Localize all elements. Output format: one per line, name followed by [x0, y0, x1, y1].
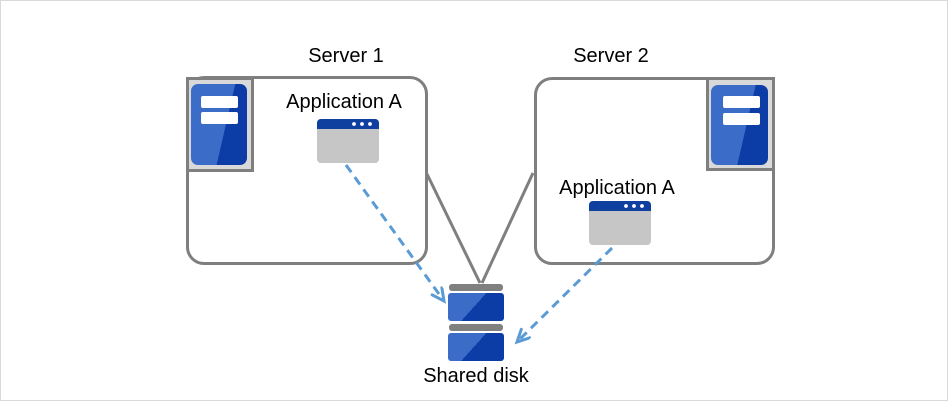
- server1-app-label: Application A: [286, 91, 402, 113]
- server2-disk-line: [480, 172, 535, 284]
- server-slot: [201, 96, 238, 108]
- server-slot: [201, 112, 238, 124]
- server-slot: [723, 96, 760, 108]
- server1-disk-line: [425, 173, 482, 284]
- server1-server-tower-icon: [186, 77, 254, 172]
- server2-title: Server 2: [573, 45, 649, 67]
- server1-title: Server 1: [308, 45, 384, 67]
- server-slot: [723, 113, 760, 125]
- server2-server-tower-icon: [706, 77, 775, 171]
- shared-disk-icon: [448, 284, 504, 366]
- app-window-icon: [589, 201, 651, 250]
- server2-app-label: Application A: [559, 177, 675, 199]
- shared-disk-label: Shared disk: [423, 365, 529, 387]
- app-window-icon: [317, 119, 379, 168]
- server-tower-icon: [711, 85, 768, 165]
- server-tower-icon: [191, 84, 247, 165]
